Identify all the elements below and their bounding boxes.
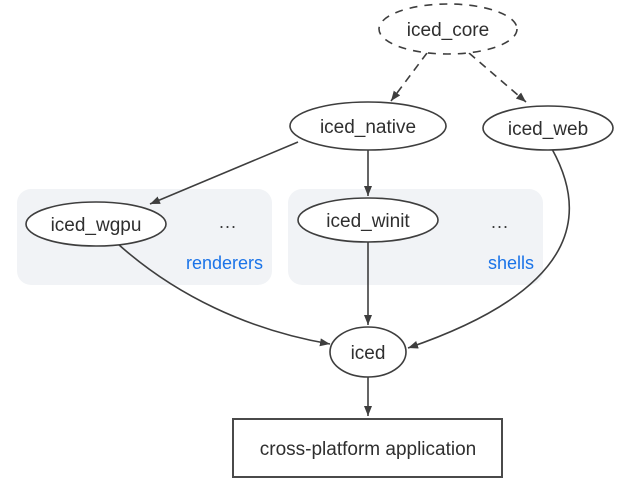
iced_winit-label: iced_winit	[326, 211, 410, 232]
iced_native-label: iced_native	[320, 117, 416, 138]
iced-ellipse	[329, 326, 407, 378]
shells-group-label: shells	[488, 253, 534, 273]
iced_native-ellipse	[289, 101, 447, 151]
shells-ellipsis: ...	[491, 212, 509, 232]
iced-label: iced	[351, 343, 386, 364]
node-cross-platform-application: cross-platform application	[232, 418, 503, 478]
edge-iced_web-iced	[407, 148, 571, 349]
iced_web-ellipse	[482, 105, 614, 151]
node-iced_web: iced_web	[482, 105, 614, 151]
app-box	[232, 418, 503, 478]
iced_core-label: iced_core	[407, 20, 489, 41]
iced_wgpu-label: iced_wgpu	[51, 215, 142, 236]
edge-iced_core-iced_web	[468, 52, 527, 103]
app-label: cross-platform application	[260, 439, 476, 460]
iced_winit-ellipse	[297, 197, 439, 243]
node-iced: iced	[329, 326, 407, 378]
renderers-group-label: renderers	[186, 253, 263, 273]
iced_core-ellipse	[378, 3, 518, 55]
edge-iced_wgpu-iced	[117, 243, 331, 347]
node-iced_native: iced_native	[289, 101, 447, 151]
edge-iced_native-iced_wgpu	[149, 141, 299, 205]
node-iced_winit: iced_winit	[297, 197, 439, 243]
renderers-ellipsis: ...	[219, 212, 237, 232]
iced_wgpu-ellipse	[25, 201, 167, 247]
node-iced_wgpu: iced_wgpu	[25, 201, 167, 247]
iced_web-label: iced_web	[508, 119, 588, 140]
node-iced_core: iced_core	[378, 3, 518, 55]
edge-iced_core-iced_native	[390, 52, 428, 102]
